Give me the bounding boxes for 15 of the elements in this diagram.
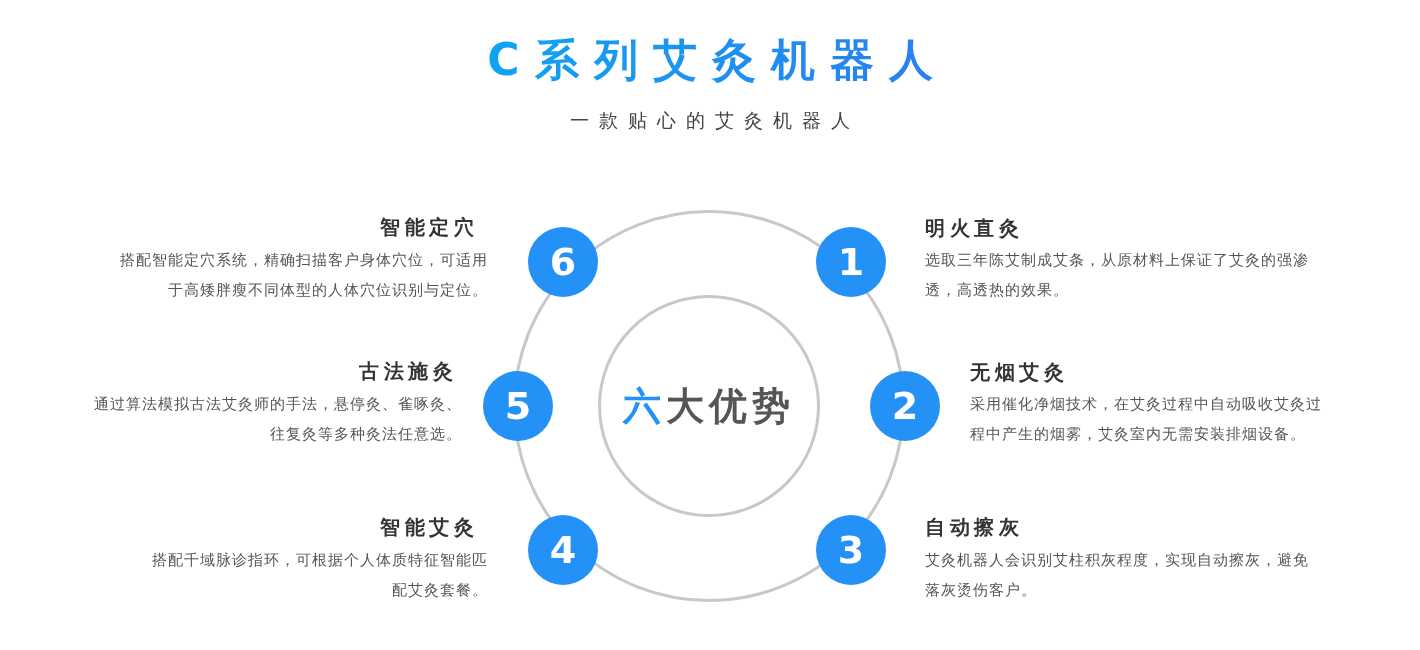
feature-description: 采用催化净烟技术，在艾灸过程中自动吸收艾灸过程中产生的烟雾，艾灸室内无需安装排烟设备。	[970, 394, 1323, 445]
feature-heading: 古法施灸	[359, 358, 457, 385]
feature-description: 搭配智能定穴系统，精确扫描客户身体穴位，可适用于高矮胖瘦不同体型的人体穴位识别与定位。	[119, 250, 488, 301]
feature-description: 选取三年陈艾制成艾条，从原材料上保证了艾灸的强渗透，高透热的效果。	[925, 250, 1310, 301]
feature-heading: 明火直灸	[925, 215, 1023, 242]
feature-heading: 无烟艾灸	[970, 359, 1068, 386]
number-circle: 5	[483, 371, 553, 441]
feature-description: 艾灸机器人会识别艾柱积灰程度，实现自动擦灰，避免落灰烫伤客户。	[925, 550, 1310, 601]
feature-heading: 自动擦灰	[925, 514, 1023, 541]
feature-heading: 智能艾灸	[380, 514, 478, 541]
feature-heading: 智能定穴	[380, 214, 478, 241]
center-circle: 六大优势	[598, 295, 820, 517]
subtitle: 一款贴心的艾灸机器人	[569, 108, 860, 133]
feature-description: 搭配千域脉诊指环，可根据个人体质特征智能匹配艾灸套餐。	[151, 550, 488, 601]
feature-description: 通过算法模拟古法艾灸师的手法，悬停灸、雀啄灸、往复灸等多种灸法任意选。	[93, 394, 462, 445]
